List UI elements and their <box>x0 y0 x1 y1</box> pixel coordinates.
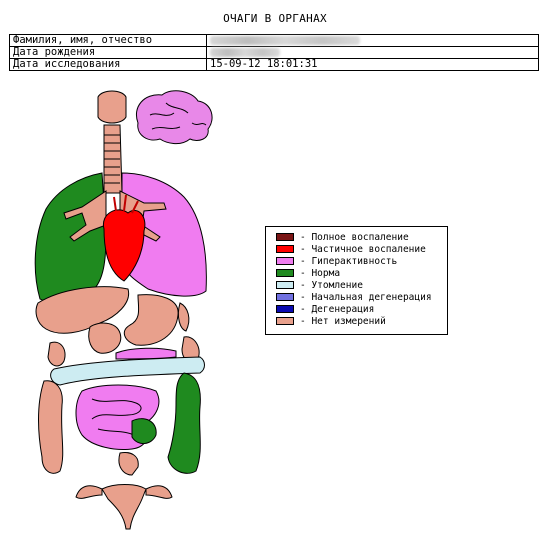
info-label: Дата исследования <box>9 58 207 71</box>
legend-swatch <box>276 233 294 241</box>
redacted-value <box>210 47 280 57</box>
legend-label: - Нет измерений <box>300 315 386 327</box>
left-kidney <box>47 341 66 367</box>
fallopian-right <box>145 485 173 499</box>
legend-item: - Гиперактивность <box>276 255 447 267</box>
info-value-name <box>206 34 539 47</box>
info-label: Фамилия, имя, отчество <box>9 34 207 47</box>
info-label: Дата рождения <box>9 46 207 59</box>
page-title: ОЧАГИ В ОРГАНАХ <box>223 12 327 25</box>
info-value-exam-date: 15-09-12 18:01:31 <box>206 58 539 71</box>
legend-label: - Начальная дегенерация <box>300 291 432 303</box>
legend-item: - Норма <box>276 267 447 279</box>
patient-info-table: Фамилия, имя, отчество Дата рождения Дат… <box>9 34 539 71</box>
legend-swatch <box>276 293 294 301</box>
stomach <box>123 294 179 346</box>
legend-swatch <box>276 305 294 313</box>
legend-label: - Дегенерация <box>300 303 375 315</box>
rectum <box>118 452 139 476</box>
info-row-birthdate: Дата рождения <box>9 46 539 59</box>
legend-item: - Полное воспаление <box>276 231 447 243</box>
pancreas <box>115 347 177 360</box>
descending-colon <box>167 372 201 474</box>
legend-swatch <box>276 281 294 289</box>
legend-label: - Частичное воспаление <box>300 243 426 255</box>
uterus <box>101 484 147 530</box>
fallopian-left <box>75 485 103 499</box>
bladder <box>131 418 157 444</box>
legend-swatch <box>276 245 294 253</box>
legend-item: - Начальная дегенерация <box>276 291 447 303</box>
legend-label: - Гиперактивность <box>300 255 398 267</box>
transverse-colon <box>50 356 205 386</box>
legend-label: - Норма <box>300 267 341 279</box>
legend-swatch <box>276 257 294 265</box>
legend-item: - Дегенерация <box>276 303 447 315</box>
legend-item: - Утомление <box>276 279 447 291</box>
legend-label: - Полное воспаление <box>300 231 409 243</box>
legend-swatch <box>276 269 294 277</box>
redacted-value <box>210 35 360 45</box>
legend-item: - Нет измерений <box>276 315 447 327</box>
legend: - Полное воспаление - Частичное воспален… <box>265 226 448 335</box>
spleen <box>177 302 190 332</box>
info-row-name: Фамилия, имя, отчество <box>9 34 539 47</box>
legend-swatch <box>276 317 294 325</box>
legend-item: - Частичное воспаление <box>276 243 447 255</box>
ascending-colon <box>38 380 64 474</box>
legend-label: - Утомление <box>300 279 363 291</box>
info-value-birthdate <box>206 46 539 59</box>
duodenum <box>88 322 122 354</box>
heart <box>102 209 146 282</box>
anatomy-figure <box>34 90 213 530</box>
brain <box>136 90 213 145</box>
larynx <box>97 90 127 124</box>
info-row-exam-date: Дата исследования 15-09-12 18:01:31 <box>9 58 539 71</box>
